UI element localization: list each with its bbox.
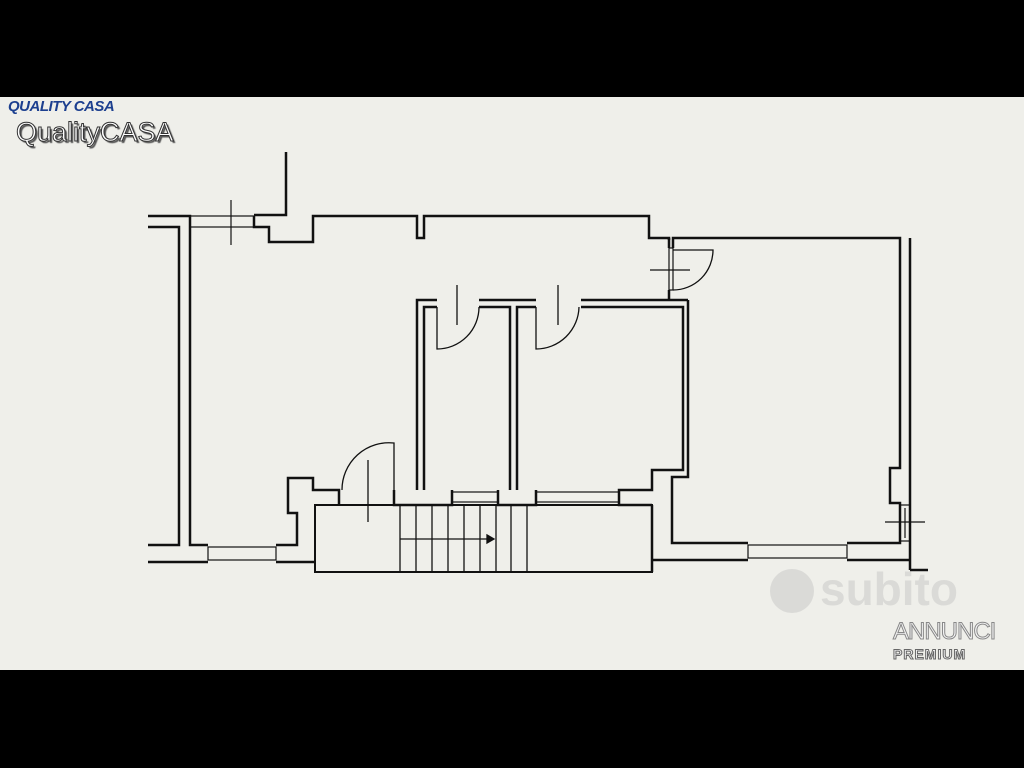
agency-logo: QUALITY CASA bbox=[8, 98, 115, 115]
door-right-room bbox=[672, 249, 714, 291]
wall-lower-left bbox=[276, 476, 341, 564]
watermark-premium: PREMIUM bbox=[892, 646, 967, 663]
door-small-room bbox=[436, 306, 480, 350]
wall-small-room bbox=[392, 298, 536, 507]
window-top-left bbox=[189, 215, 255, 228]
agency-name: QualityCASA bbox=[16, 117, 175, 148]
wall-living-room bbox=[188, 214, 671, 547]
window-bottom-left bbox=[207, 546, 277, 561]
window-door-frame bbox=[668, 247, 674, 291]
window-right-side bbox=[899, 504, 911, 542]
staircase bbox=[314, 504, 653, 573]
letterbox-bottom bbox=[0, 670, 1024, 768]
watermark-annunci: ANNUNCI bbox=[892, 618, 996, 645]
doors bbox=[341, 249, 714, 522]
stair-arrow-head-icon bbox=[486, 533, 496, 545]
wall-left-exterior bbox=[148, 214, 208, 564]
subito-logo-icon bbox=[770, 569, 814, 613]
windows bbox=[189, 200, 925, 561]
window-right-room bbox=[747, 544, 848, 559]
window-middle-room bbox=[535, 491, 620, 503]
door-middle-room bbox=[535, 306, 580, 350]
door-entrance bbox=[341, 442, 395, 491]
floor-plan-drawing bbox=[148, 152, 928, 573]
floor-plan-image: QUALITY CASA QualityCASA subito ANNUNCI … bbox=[0, 97, 1024, 670]
stair-outline bbox=[314, 504, 653, 573]
window-small-room bbox=[451, 491, 499, 503]
letterbox-top bbox=[0, 0, 1024, 97]
wall-upper-stub bbox=[254, 152, 288, 217]
watermark-subito: subito bbox=[820, 563, 958, 615]
